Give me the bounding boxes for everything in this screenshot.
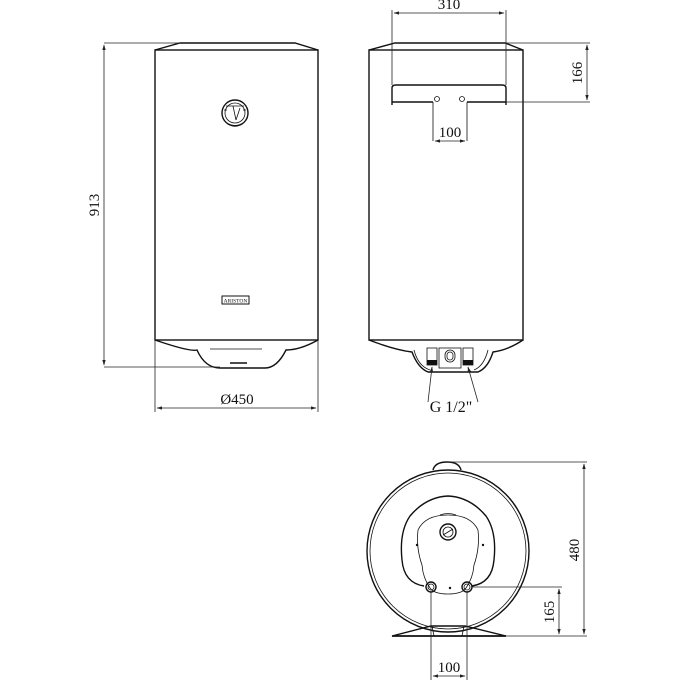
dimension-pipe-height-165: 165: [472, 586, 562, 635]
brand-badge-text: ARISTON: [224, 299, 248, 305]
front-bottom-cover: [154, 339, 319, 369]
pipe-height-label: 165: [542, 601, 558, 624]
dimension-diameter-450: Ø450: [154, 340, 319, 412]
flange-bolt-icon: [439, 523, 457, 541]
support-stand: [391, 625, 507, 637]
bracket-height-label: 166: [570, 61, 586, 84]
side-top-cap: [368, 42, 524, 51]
pipe-thread-label: G 1/2": [430, 399, 473, 416]
bracket-width-label: 310: [438, 0, 461, 13]
bottom-view: 480 165 100: [366, 461, 587, 680]
water-pipe-fittings: [413, 347, 489, 371]
brand-badge: ARISTON: [221, 295, 250, 305]
side-bottom-cover: [368, 339, 524, 373]
wall-bracket: [391, 84, 507, 141]
dimension-bracket-310: 310: [391, 0, 507, 85]
side-tank-body: [368, 49, 524, 341]
dimension-bracket-166: 166: [505, 42, 590, 103]
dimension-bracket-holes-100: 100: [434, 125, 466, 143]
total-height-label: 480: [567, 539, 583, 562]
front-view: ARISTON 913 Ø450: [87, 42, 319, 412]
dimension-total-height-480: 480: [447, 461, 587, 637]
pipe-connection-left: [425, 581, 437, 593]
front-tank-body: [154, 49, 319, 341]
front-top-cap: [154, 42, 319, 51]
dimension-pipe-spacing-100: 100: [430, 592, 468, 680]
pipe-spacing-label: 100: [438, 660, 461, 676]
element-flange-outline: [417, 514, 479, 595]
side-view: 310 166 100 G 1/2": [368, 0, 590, 416]
thermostat-knob-icon: [221, 99, 249, 127]
tank-outer-circle: [366, 469, 530, 633]
inner-cover-outline: [400, 495, 496, 587]
bottom-top-lump: [432, 461, 462, 471]
pipe-thread-callout: G 1/2": [427, 366, 479, 416]
dimension-height-913: 913: [87, 42, 220, 368]
height-dim-label: 913: [87, 194, 103, 217]
bracket-holes-label: 100: [439, 125, 462, 141]
diameter-dim-label: Ø450: [220, 392, 253, 408]
